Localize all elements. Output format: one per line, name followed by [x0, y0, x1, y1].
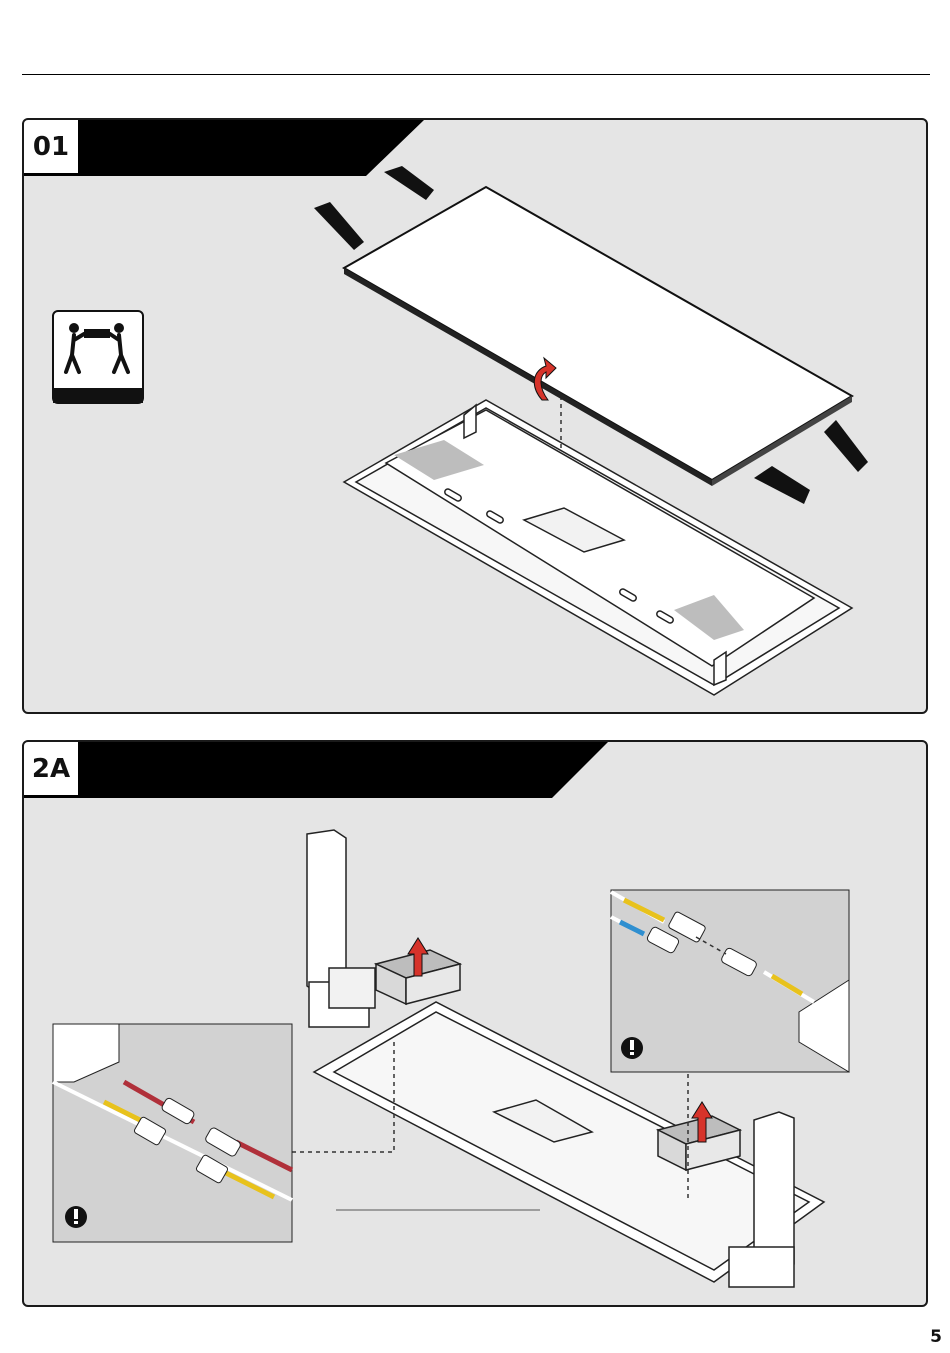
step-2a-illustration [24, 742, 928, 1307]
step-01-panel: 01 [22, 118, 928, 714]
exclamation-icon [65, 1206, 87, 1228]
step-01-illustration [24, 120, 928, 714]
top-rule [22, 74, 930, 75]
inset-right [611, 890, 849, 1072]
exclamation-icon [621, 1037, 643, 1059]
inset-left [53, 1024, 292, 1242]
left-leg [307, 830, 375, 1027]
page-number: 5 [930, 1327, 942, 1347]
step-2a-panel: 2A [22, 740, 928, 1307]
two-person-lift-icon [53, 311, 143, 403]
